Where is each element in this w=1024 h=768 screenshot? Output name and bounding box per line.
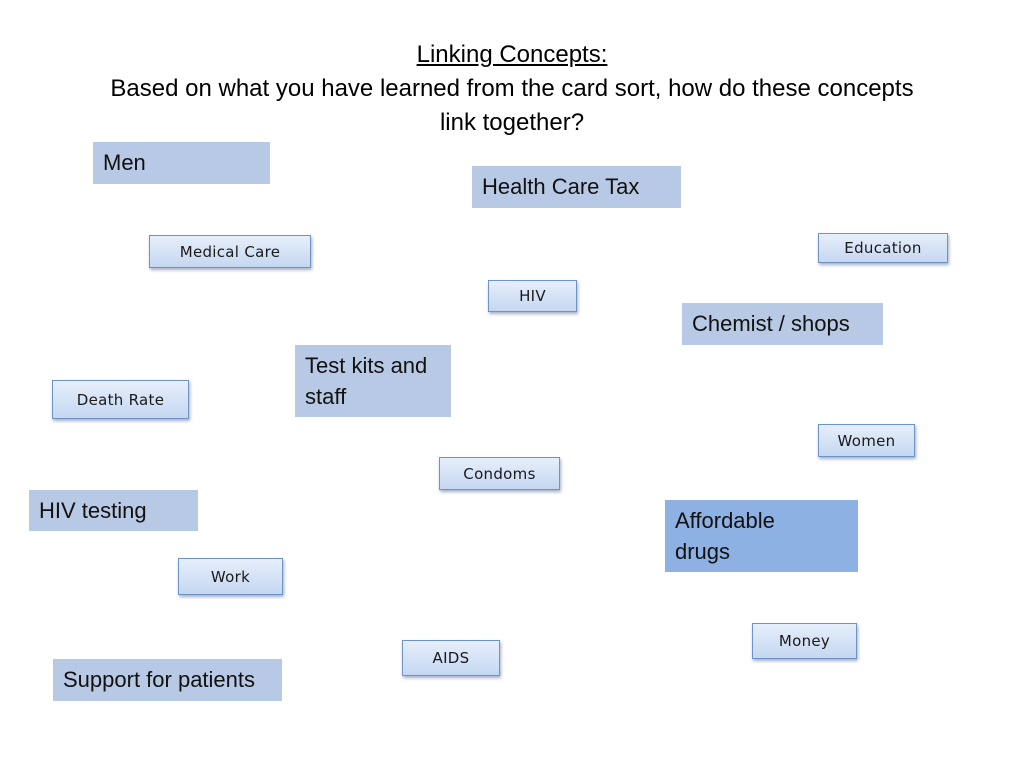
concept-label: Men bbox=[103, 150, 146, 175]
concept-box-support-for-patients[interactable]: Support for patients bbox=[53, 659, 282, 701]
concept-label-line-1: Test kits and bbox=[305, 353, 428, 378]
concept-label-line-2: staff bbox=[305, 384, 347, 409]
slide-title: Linking Concepts: Based on what you have… bbox=[40, 38, 984, 140]
concept-box-chemist-shops[interactable]: Chemist / shops bbox=[682, 303, 883, 345]
concept-label: Chemist / shops bbox=[692, 311, 850, 336]
card-label: Medical Care bbox=[179, 242, 281, 261]
card-money[interactable]: Money bbox=[752, 623, 857, 659]
title-heading: Linking Concepts: bbox=[416, 41, 608, 68]
concept-label: Support for patients bbox=[63, 667, 256, 692]
concept-box-test-kits-and-staff[interactable]: Test kits and staff bbox=[295, 345, 451, 417]
concept-label-line-1: Affordable bbox=[675, 508, 775, 533]
concept-box-men[interactable]: Men bbox=[93, 142, 270, 184]
card-work[interactable]: Work bbox=[178, 558, 283, 595]
card-women[interactable]: Women bbox=[818, 424, 915, 457]
card-hiv[interactable]: HIV bbox=[488, 280, 577, 312]
card-label: Education bbox=[844, 239, 922, 257]
title-question-line-1: Based on what you have learned from the … bbox=[110, 75, 914, 102]
card-aids[interactable]: AIDS bbox=[402, 640, 500, 676]
card-death-rate[interactable]: Death Rate bbox=[52, 380, 189, 419]
card-label: HIV bbox=[519, 287, 546, 305]
card-label: Women bbox=[837, 431, 896, 450]
card-label: AIDS bbox=[432, 649, 470, 667]
title-question-line-2: link together? bbox=[439, 109, 585, 136]
concept-label-line-2: drugs bbox=[675, 539, 731, 564]
card-education[interactable]: Education bbox=[818, 233, 948, 263]
concept-label: HIV testing bbox=[39, 498, 147, 523]
card-label: Death Rate bbox=[76, 390, 165, 409]
card-condoms[interactable]: Condoms bbox=[439, 457, 560, 490]
concept-box-affordable-drugs[interactable]: Affordable drugs bbox=[665, 500, 858, 572]
concept-label: Health Care Tax bbox=[482, 174, 640, 199]
concept-box-health-care-tax[interactable]: Health Care Tax bbox=[472, 166, 681, 208]
card-medical-care[interactable]: Medical Care bbox=[149, 235, 311, 268]
card-label: Money bbox=[778, 632, 831, 650]
concept-box-hiv-testing[interactable]: HIV testing bbox=[29, 490, 198, 531]
card-label: Condoms bbox=[463, 464, 536, 483]
card-label: Work bbox=[210, 567, 251, 586]
